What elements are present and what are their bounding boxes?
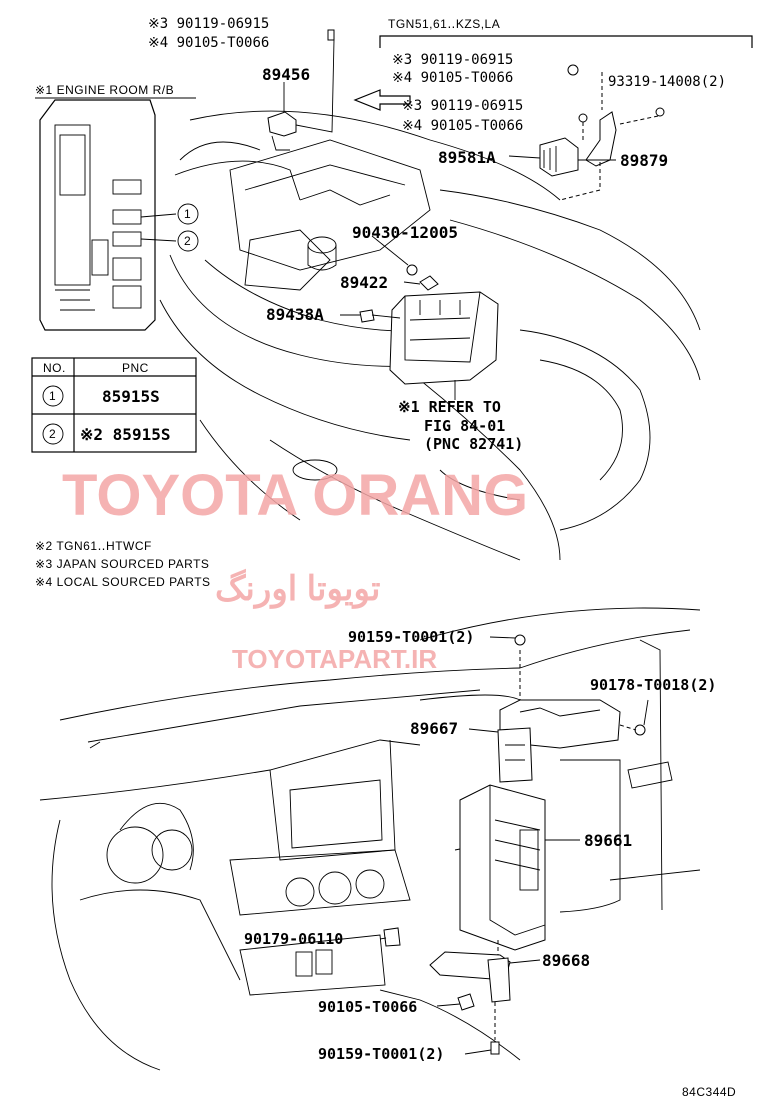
- callout-9: ※3 90119-06915: [402, 98, 523, 114]
- callout-24: 89668: [542, 951, 590, 970]
- table-row1-pnc: 85915S: [102, 387, 160, 406]
- table-header-pnc: PNC: [122, 361, 149, 375]
- callout-18: (PNC 82741): [424, 435, 523, 453]
- callout-13: 90430-12005: [352, 223, 458, 242]
- variant-bracket: [379, 35, 753, 48]
- callout-14: 89422: [340, 273, 388, 292]
- watermark-persian: تویوتا اورنگ: [215, 568, 381, 609]
- callout-4: ※1 ENGINE ROOM R/B: [35, 83, 174, 97]
- callout-20: 90178-T0018(2): [590, 676, 716, 694]
- table-row1-no: 1: [49, 389, 56, 403]
- footnotes: ※2 TGN61‥HTWCF ※3 JAPAN SOURCED PARTS ※4…: [35, 539, 211, 589]
- leader-lines: [379, 636, 649, 1055]
- note-3: ※4 LOCAL SOURCED PARTS: [35, 575, 211, 589]
- callout-8: 93319-14008(2): [608, 74, 726, 90]
- callout-19: 90159-T0001(2): [348, 628, 474, 646]
- engine-room-relay-box: [39, 99, 177, 331]
- note-2: ※3 JAPAN SOURCED PARTS: [35, 557, 209, 571]
- part-89456: [267, 29, 335, 151]
- callout-labels: ※3 90119-06915 ※4 90105-T0066 89456 ※1 E…: [35, 16, 726, 1063]
- callout-6: ※3 90119-06915: [392, 52, 513, 68]
- callout-26: 90159-T0001(2): [318, 1045, 444, 1063]
- callout-7: ※4 90105-T0066: [392, 70, 513, 86]
- pnc-table: NO. PNC 1 85915S 2 ※2 85915S: [31, 357, 197, 453]
- direction-arrow: [353, 89, 411, 111]
- callout-2: ※4 90105-T0066: [148, 35, 269, 51]
- part-89668-bracket: [383, 927, 511, 1055]
- table-header-no: NO.: [43, 361, 66, 375]
- table-row2-no: 2: [49, 427, 56, 441]
- note-1: ※2 TGN61‥HTWCF: [35, 539, 152, 553]
- callout-17: FIG 84-01: [424, 417, 505, 435]
- part-89879: [559, 72, 665, 201]
- callout-12: 89879: [620, 151, 668, 170]
- watermark-main: TOYOTA ORANG: [62, 463, 528, 528]
- table-row2-pnc: ※2 85915S: [80, 425, 170, 444]
- callout-25: 90105-T0066: [318, 998, 417, 1016]
- dashboard-sketch: [39, 607, 701, 1071]
- callout-16: ※1 REFER TO: [398, 398, 501, 416]
- callout-1: ※3 90119-06915: [148, 16, 269, 32]
- callout-3: 89456: [262, 65, 310, 84]
- callout-5: TGN51,61‥KZS,LA: [388, 17, 500, 31]
- connector-parts: [340, 235, 439, 323]
- figure-code: 84C344D: [682, 1085, 736, 1099]
- part-89667-bracket: [497, 634, 646, 783]
- marker-1: 1: [184, 207, 191, 221]
- part-89661-ecu: [459, 784, 546, 951]
- watermarks: TOYOTA ORANG تویوتا اورنگ TOYOTAPART.IR: [62, 463, 528, 674]
- relay-markers: 1 2: [177, 203, 199, 252]
- callout-23: 90179-06110: [244, 930, 343, 948]
- fuse-block: [389, 291, 499, 400]
- marker-2: 2: [184, 234, 191, 248]
- callout-21: 89667: [410, 719, 458, 738]
- callout-15: 89438A: [266, 305, 324, 324]
- callout-10: ※4 90105-T0066: [402, 118, 523, 134]
- engine-bay-sketch: [159, 110, 701, 561]
- callout-22: 89661: [584, 831, 632, 850]
- callout-11: 89581A: [438, 148, 496, 167]
- watermark-site: TOYOTAPART.IR: [232, 644, 437, 674]
- part-89581a: [539, 64, 588, 177]
